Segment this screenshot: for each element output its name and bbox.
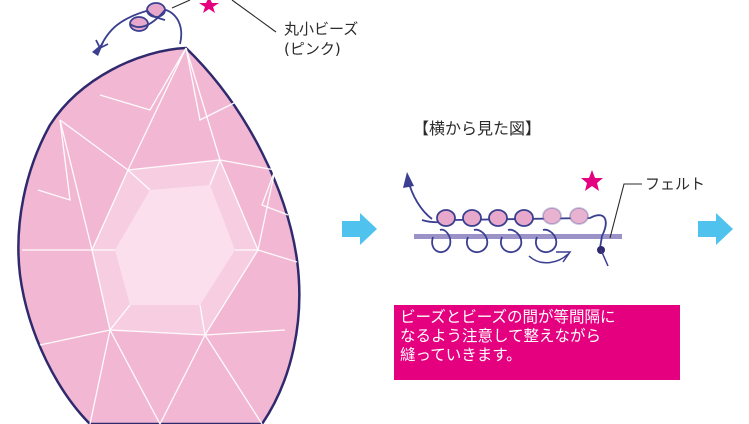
felt-leader-line	[609, 183, 642, 239]
note-line-3: 縫っていきます。	[400, 346, 522, 364]
next-step-arrow-2	[698, 213, 733, 245]
bead-color-label: (ピンク)	[284, 40, 341, 58]
note-line-1: ビーズとビーズの間が等間隔に	[400, 308, 616, 326]
bead-leader-line	[171, 0, 277, 33]
felt-label: フェルト	[645, 175, 706, 193]
note-line-2: なるよう注意して整えながら	[400, 327, 602, 345]
felt-bar	[414, 234, 622, 239]
side-view-title: 【横から見た図】	[413, 119, 542, 138]
next-step-arrow-1	[342, 213, 377, 245]
bead-name-label: 丸小ビーズ	[284, 20, 359, 38]
instruction-note: ビーズとビーズの間が等間隔に なるよう注意して整えながら 縫っていきます。	[394, 305, 680, 380]
top-bead-detail	[92, 0, 219, 56]
star-marker	[581, 170, 603, 191]
pear-gem	[17, 46, 301, 424]
side-view-diagram	[403, 170, 642, 267]
